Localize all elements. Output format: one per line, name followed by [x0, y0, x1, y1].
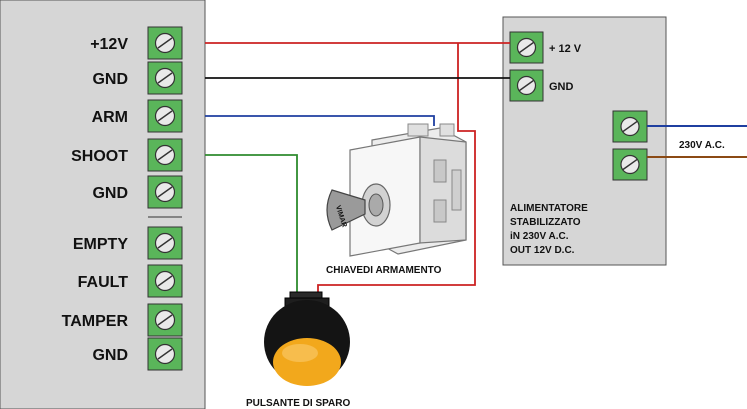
controller-terminal-6[interactable] [147, 226, 183, 260]
psu-terminal-pos[interactable] [509, 31, 544, 64]
wire-shoot [205, 154, 298, 292]
push-button-label: PULSANTE DI SPARO [246, 398, 350, 409]
psu-gnd-label: GND [549, 81, 574, 93]
controller-terminal-4[interactable] [147, 138, 183, 172]
psu-description-line-3: iN 230V A.C. [510, 231, 569, 242]
controller-terminal-label-1: +12V [90, 36, 128, 53]
controller-terminal-5[interactable] [147, 175, 183, 209]
wire-positive-to-key [317, 43, 476, 292]
psu-pos-label: + 12 V [549, 43, 582, 55]
psu-mains-terminal-2[interactable] [612, 148, 648, 181]
psu-description-line-4: OUT 12V D.C. [510, 245, 575, 256]
controller-terminal-label-4: SHOOT [71, 148, 128, 165]
controller-terminal-label-6: EMPTY [73, 236, 128, 253]
controller-terminal-3[interactable] [147, 99, 183, 133]
controller-terminal-9[interactable] [147, 337, 183, 371]
controller-terminal-labels: +12V GND ARM SHOOT GND EMPTY FAULT TAMPER GND [62, 36, 129, 364]
controller-terminal-2[interactable] [147, 61, 183, 95]
controller-terminal-label-8: TAMPER [62, 313, 129, 330]
controller-terminal-label-5: GND [92, 185, 128, 202]
controller-terminal-label-3: ARM [92, 109, 128, 126]
psu-mains-terminal-1[interactable] [612, 110, 648, 143]
controller-terminal-block [147, 26, 183, 371]
controller-terminal-label-9: GND [92, 347, 128, 364]
push-button[interactable] [264, 291, 350, 386]
controller-terminal-label-7: FAULT [78, 274, 129, 291]
key-switch[interactable]: VIMAR [326, 123, 467, 257]
psu-description-line-2: STABILIZZATO [510, 217, 581, 228]
controller-terminal-label-2: GND [92, 71, 128, 88]
psu-terminal-gnd[interactable] [509, 69, 544, 102]
wire-arm [205, 115, 435, 126]
key-switch-label: CHIAVEDI ARMAMENTO [326, 265, 442, 276]
controller-terminal-1[interactable] [147, 26, 183, 60]
controller-terminal-7[interactable] [147, 264, 183, 298]
psu-description-line-1: ALIMENTATORE [510, 203, 588, 214]
controller-terminal-8[interactable] [147, 303, 183, 337]
mains-label: 230V A.C. [679, 140, 725, 151]
